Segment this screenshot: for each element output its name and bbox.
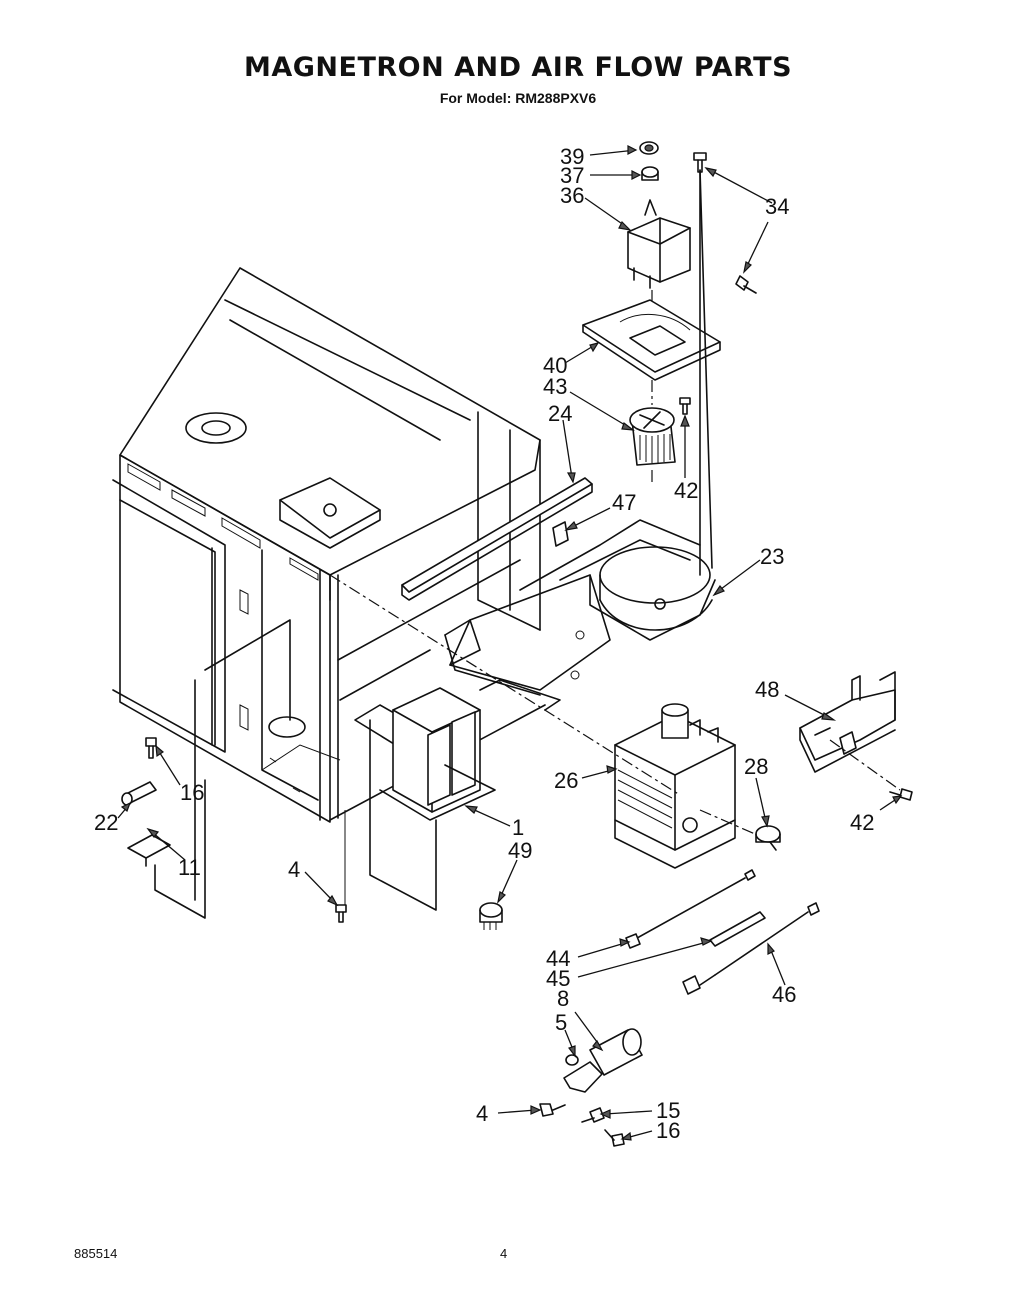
callout-4-upper: 4	[288, 857, 300, 882]
model-subtitle: For Model: RM288PXV6	[439, 90, 597, 106]
thermal-cutout	[699, 809, 781, 851]
callout-15: 15	[656, 1098, 680, 1123]
callout-5: 5	[555, 1010, 567, 1035]
callout-37: 37	[560, 163, 584, 188]
callout-22: 22	[94, 810, 118, 835]
capacitor-parts	[539, 1028, 643, 1147]
callout-49: 49	[508, 838, 532, 863]
callout-34: 34	[765, 194, 789, 219]
callout-11: 11	[178, 855, 201, 880]
fan-motor-assembly	[582, 141, 757, 576]
callout-23: 23	[760, 544, 784, 569]
callout-4-lower: 4	[476, 1101, 488, 1126]
bracket-48	[799, 671, 913, 801]
callout-16-left: 16	[180, 780, 204, 805]
callout-42-lower: 42	[850, 810, 874, 835]
callout-47: 47	[612, 490, 636, 515]
callout-26: 26	[554, 768, 578, 793]
callout-8: 8	[557, 986, 569, 1011]
air-duct-assembly	[444, 519, 716, 711]
callout-48: 48	[755, 677, 779, 702]
callout-46: 46	[772, 982, 796, 1007]
clip-part	[552, 521, 569, 547]
magnetron	[329, 574, 736, 869]
callout-numbers: 39 37 36 34 40 43 24 42 47 23 48 26 28 4…	[94, 144, 874, 1143]
screw-and-knob	[335, 902, 503, 930]
callout-28: 28	[744, 754, 768, 779]
leader-lines	[117, 145, 903, 1141]
callout-40: 40	[543, 353, 567, 378]
callout-45: 45	[546, 966, 570, 991]
document-number: 885514	[74, 1246, 118, 1261]
callout-39: 39	[560, 144, 584, 169]
callout-43: 43	[543, 374, 567, 399]
callout-42-upper: 42	[674, 478, 698, 503]
callout-36: 36	[560, 183, 584, 208]
callout-1: 1	[512, 815, 524, 840]
page-number: 4	[500, 1246, 508, 1261]
wire-harness	[625, 869, 820, 995]
callout-44: 44	[546, 946, 570, 971]
callout-16-right: 16	[656, 1118, 680, 1143]
transformer	[344, 687, 496, 912]
oven-cabinet	[112, 267, 546, 823]
callout-24: 24	[548, 401, 572, 426]
door-switch-parts	[121, 679, 206, 919]
page-title: MAGNETRON AND AIR FLOW PARTS	[243, 52, 793, 83]
